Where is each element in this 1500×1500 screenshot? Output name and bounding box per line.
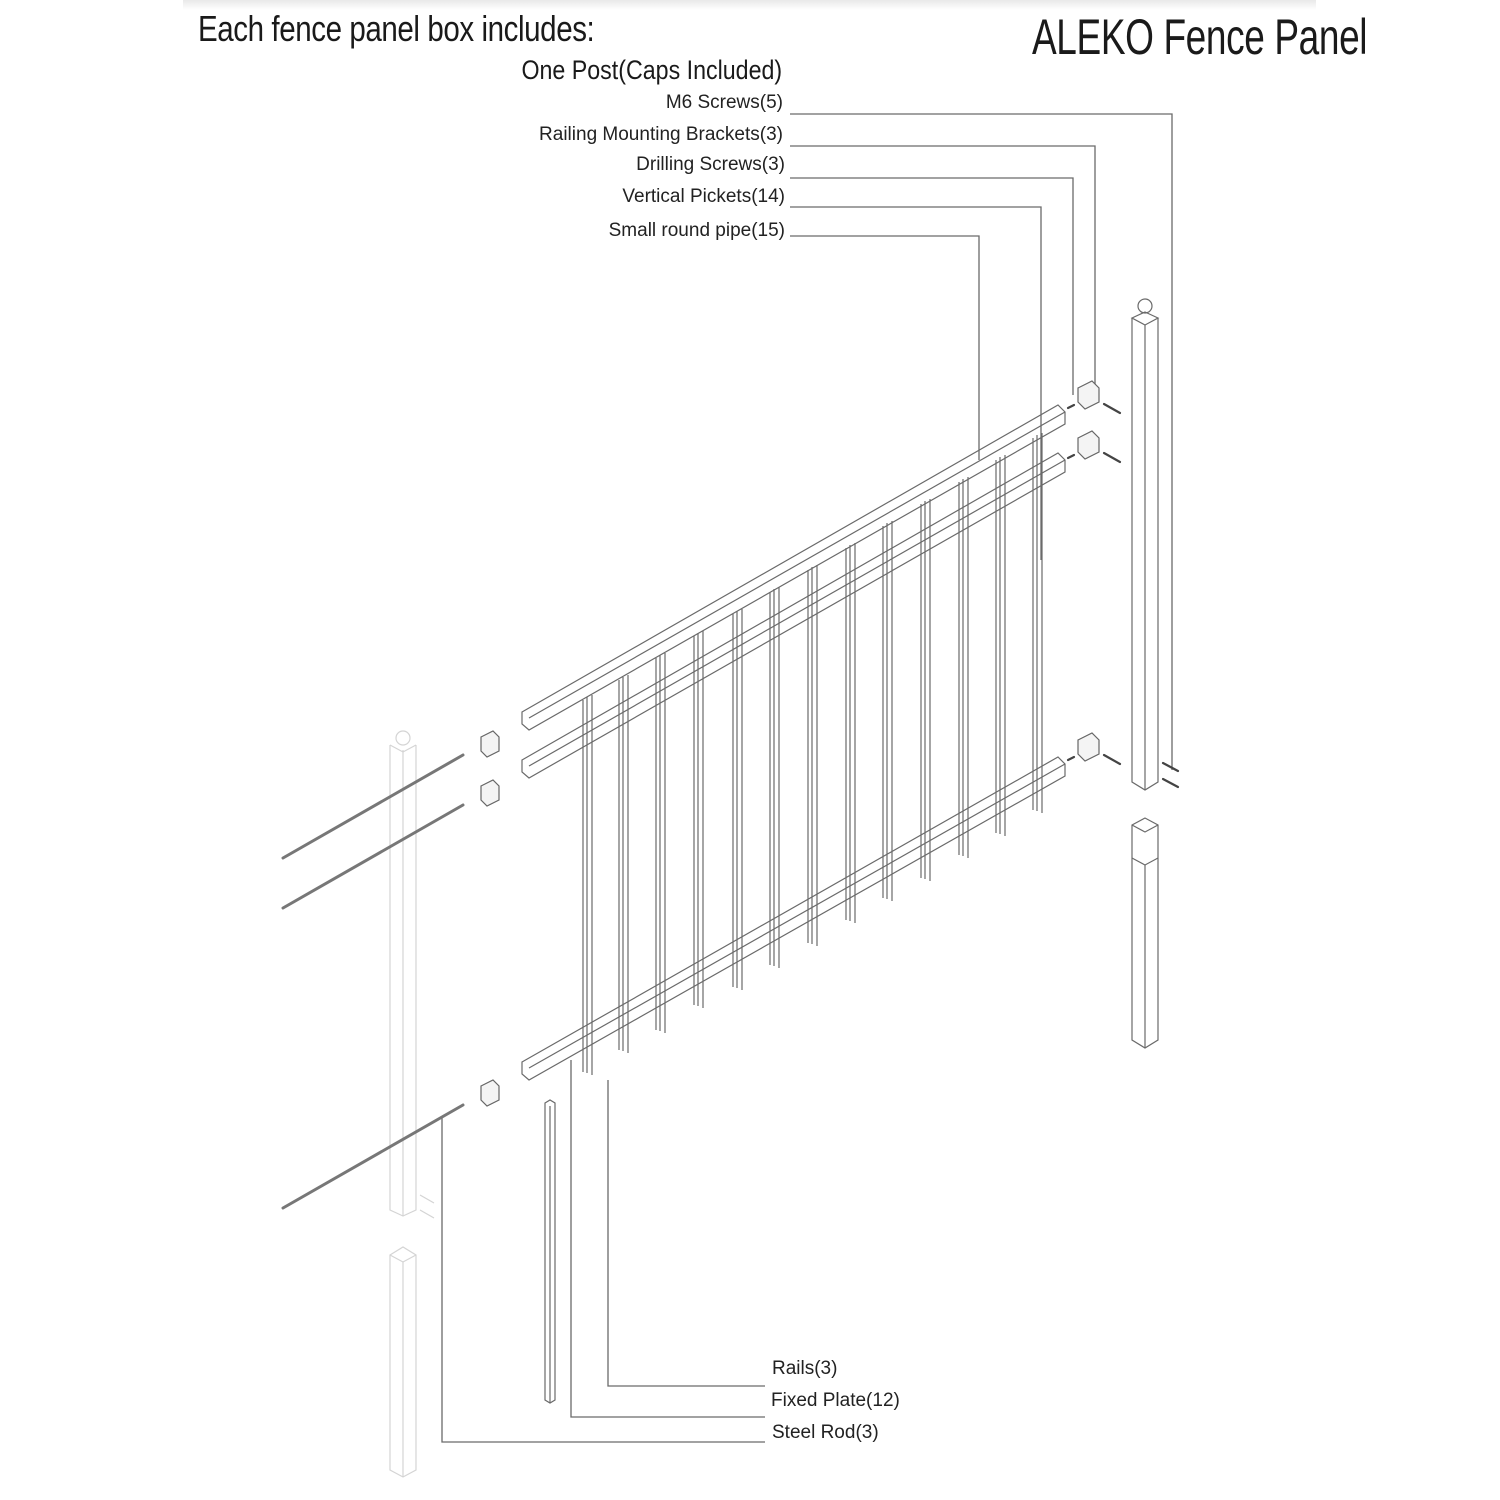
label-railing-brackets: Railing Mounting Brackets(3): [539, 124, 783, 145]
label-one-post: One Post(Caps Included): [521, 55, 782, 85]
brackets-left: [480, 730, 500, 1107]
fence-panel: [521, 404, 1066, 1081]
label-rails: Rails(3): [772, 1358, 838, 1379]
fixed-plate: [544, 1099, 556, 1404]
vertical-pickets: [582, 433, 1043, 1075]
main-post: [1130, 298, 1160, 1049]
label-drilling-screws: Drilling Screws(3): [636, 154, 785, 175]
label-fixed-plate: Fixed Plate(12): [771, 1390, 900, 1411]
label-steel-rod: Steel Rod(3): [772, 1422, 879, 1443]
leader-lines-top: [790, 113, 1173, 770]
label-m6-screws: M6 Screws(5): [665, 92, 783, 113]
brackets-right: [1077, 380, 1100, 762]
label-vertical-pickets: Vertical Pickets(14): [622, 186, 785, 207]
top-shadow-band: [183, 0, 1316, 10]
screws: [1066, 402, 1180, 789]
steel-rods: [281, 753, 465, 1210]
product-title: ALEKO Fence Panel: [1032, 9, 1368, 65]
box-contents-heading: Each fence panel box includes:: [198, 8, 595, 49]
label-small-round-pipe: Small round pipe(15): [608, 220, 785, 241]
leader-lines-bottom: [441, 1060, 765, 1443]
